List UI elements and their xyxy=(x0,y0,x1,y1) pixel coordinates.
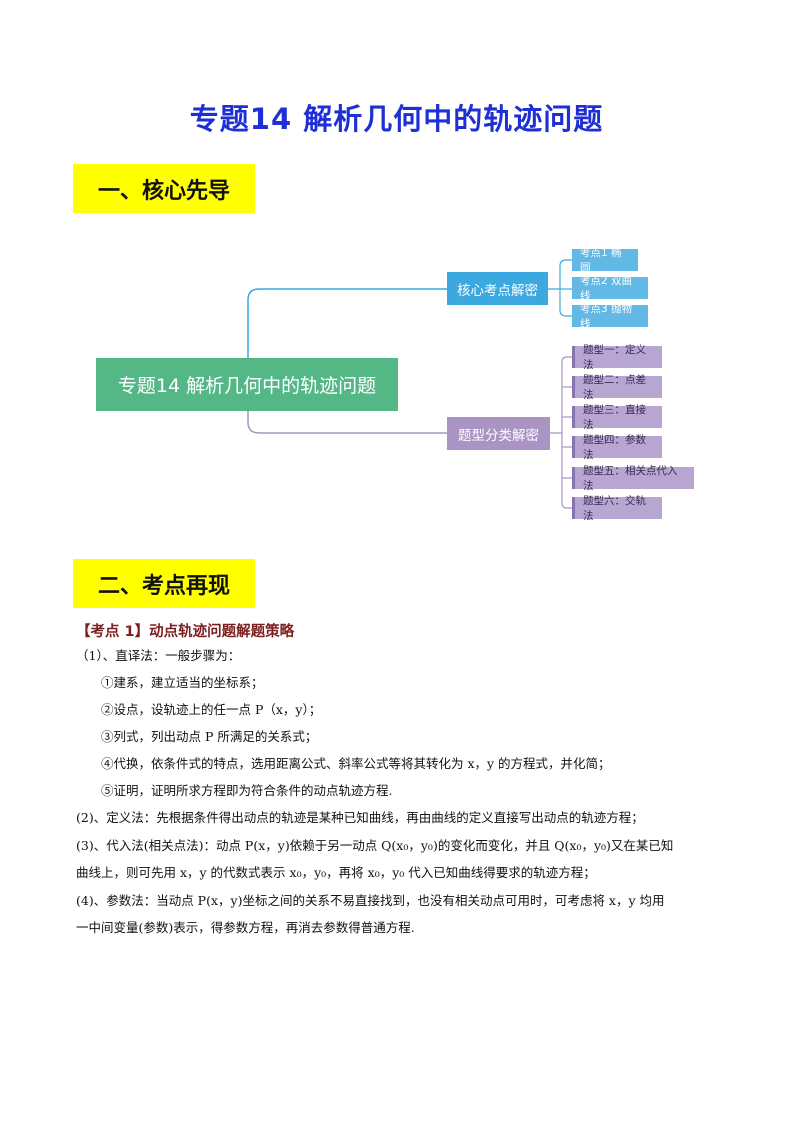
mindmap-leaf: 题型六：交轨法 xyxy=(572,495,662,522)
mindmap-branch-core: 核心考点解密 xyxy=(447,272,548,305)
body-line: ③列式，列出动点 P 所满足的关系式； xyxy=(101,729,318,744)
body-line: (3)、代入法(相关点法)：动点 P(x，y)依赖于另一动点 Q(x₀，y₀)的… xyxy=(76,838,674,853)
body-line: (2)、定义法：先根据条件得出动点的轨迹是某种已知曲线，再由曲线的定义直接写出动… xyxy=(76,810,644,825)
mindmap-leaf: 题型五：相关点代入法 xyxy=(572,465,694,492)
kaodian-heading: 【考点 1】动点轨迹问题解题策略 xyxy=(76,624,295,640)
body-line: 一中间变量(参数)表示，得参数方程，再消去参数得普通方程. xyxy=(76,920,415,935)
body-line: ④代换，依条件式的特点，选用距离公式、斜率公式等将其转化为 x，y 的方程式，并… xyxy=(101,756,611,771)
mindmap-leaf: 题型四：参数法 xyxy=(572,434,662,461)
page-title: 专题14 解析几何中的轨迹问题 xyxy=(189,102,604,136)
mindmap-leaf: 考点3 抛物线 xyxy=(572,303,648,330)
body-line: ②设点，设轨迹上的任一点 P（x，y）； xyxy=(101,702,322,717)
section-heading-core: 一、核心先导 xyxy=(73,164,255,213)
section-heading-review: 二、考点再现 xyxy=(73,559,255,608)
body-line: ①建系，建立适当的坐标系； xyxy=(101,675,264,690)
mindmap-branch-types: 题型分类解密 xyxy=(447,417,550,450)
body-line: (4)、参数法：当动点 P(x，y)坐标之间的关系不易直接找到，也没有相关动点可… xyxy=(76,893,665,908)
body-line: ⑤证明，证明所求方程即为符合条件的动点轨迹方程. xyxy=(101,783,393,798)
body-line: （1）、直译法：一般步骤为： xyxy=(76,648,241,663)
mindmap-leaf: 考点1 椭圆 xyxy=(572,247,638,274)
mindmap-root: 专题14 解析几何中的轨迹问题 xyxy=(96,358,398,411)
mindmap-leaf: 题型二：点差法 xyxy=(572,374,662,401)
body-line: 曲线上，则可先用 x，y 的代数式表示 x₀，y₀，再将 x₀，y₀ 代入已知曲… xyxy=(76,865,596,880)
mindmap-leaf: 考点2 双曲线 xyxy=(572,275,648,302)
mindmap-leaf: 题型三：直接法 xyxy=(572,404,662,431)
mindmap-leaf: 题型一：定义法 xyxy=(572,344,662,371)
